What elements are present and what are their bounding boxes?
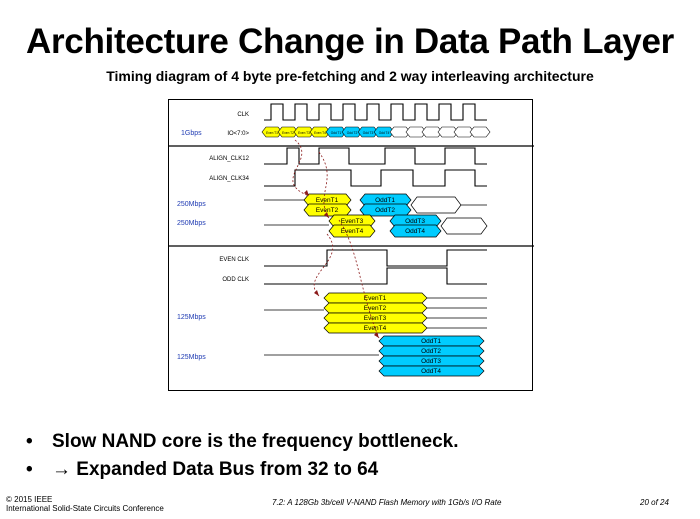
- low-rate-label-1: 125Mbps: [177, 314, 206, 321]
- box-odd-t2-label: OddT2: [375, 207, 395, 214]
- odd-clk-waveform: [264, 267, 487, 285]
- io-token-label: Odd T3: [363, 131, 374, 135]
- io-token-label: Even T3: [298, 131, 310, 135]
- footer-conference: International Solid-State Circuits Confe…: [6, 504, 164, 513]
- causality-arrows: [292, 139, 380, 339]
- footer-copyright: © 2015 IEEE: [6, 495, 53, 504]
- bullet-symbol: •: [26, 459, 33, 480]
- clk-waveform: [264, 103, 487, 121]
- arrowheads: [304, 190, 379, 338]
- dashed-arrow: [292, 139, 310, 197]
- box-odd-t4-low-label: OddT4: [421, 368, 441, 375]
- box-even-t2: [303, 203, 352, 217]
- dashed-arrow: [318, 151, 330, 219]
- arrowhead: [304, 190, 309, 196]
- low-rate-label-2: 125Mbps: [177, 354, 206, 361]
- box-odd-t4: [389, 224, 442, 238]
- box-odd-t4-label: OddT4: [405, 228, 425, 235]
- arrowhead: [324, 212, 329, 218]
- box-even-t2-label: EvenT2: [316, 207, 339, 214]
- odd-clk-label: ODD CLK: [222, 277, 249, 283]
- box-odd-t4-low: [378, 365, 485, 377]
- mid-data-row-1: EvenT1 EvenT2 OddT1 OddT2: [264, 193, 487, 217]
- dashed-arrow: [338, 219, 380, 339]
- box-odd-t3-low-label: OddT3: [421, 358, 441, 365]
- mid-eye-empty: [410, 196, 462, 214]
- io-rate-label: 1Gbps: [181, 130, 202, 137]
- even-clk-label: EVEN CLK: [219, 257, 249, 263]
- io-token-label: Even T4: [314, 131, 326, 135]
- low-data-odd-group: OddT1 OddT2 OddT3 OddT4: [264, 335, 485, 377]
- low-data-even-group: EvenT1 EvenT2 EvenT3 EvenT4: [264, 292, 487, 334]
- box-odd-t3-label: OddT3: [405, 218, 425, 225]
- arrowhead: [374, 332, 379, 338]
- slide-title: Architecture Change in Data Path Layer: [26, 22, 674, 61]
- bullet-symbol: •: [26, 431, 33, 452]
- clk-label: CLK: [237, 112, 249, 118]
- io-token-label: Odd T2: [347, 131, 358, 135]
- bullet-text: → Expanded Data Bus from 32 to 64: [52, 459, 379, 480]
- footer-paper: 7.2: A 128Gb 3b/cell V-NAND Flash Memory…: [272, 498, 502, 507]
- mid-eye-empty: [440, 217, 488, 235]
- bullet-item: • Slow NAND core is the frequency bottlen…: [26, 428, 458, 456]
- box-even-t1-low-label: EvenT1: [364, 295, 387, 302]
- bullet-list: • Slow NAND core is the frequency bottlen…: [26, 428, 458, 484]
- mid-rate-label-2: 250Mbps: [177, 220, 206, 227]
- box-odd-t1-label: OddT1: [375, 197, 395, 204]
- align-clk34-label: ALIGN_CLK34: [209, 176, 249, 182]
- mid-rate-label-1: 250Mbps: [177, 201, 206, 208]
- slide-subtitle: Timing diagram of 4 byte pre-fetching an…: [106, 68, 594, 84]
- mid-data-row-2: EvenT3 EvenT4 OddT3 OddT4: [264, 214, 488, 238]
- arrowhead: [314, 290, 319, 296]
- io-token-label: Even T2: [282, 131, 294, 135]
- align-clk12-waveform: [264, 147, 487, 165]
- even-clk-waveform: [264, 249, 487, 267]
- dashed-arrow: [313, 233, 334, 297]
- box-even-t3-label: EvenT3: [341, 218, 364, 225]
- bullet-text: Slow NAND core is the frequency bottlene…: [52, 431, 459, 452]
- io-label: IO<7:0>: [227, 131, 249, 137]
- align-clk34-waveform: [264, 169, 487, 187]
- box-odd-t2-low-label: OddT2: [421, 348, 441, 355]
- box-even-t4-low-label: EvenT4: [364, 325, 387, 332]
- io-eye-empty: [469, 126, 491, 138]
- io-token-label: Even T1: [266, 131, 278, 135]
- io-data-sequence: Even T1 Even T2 Even T3 Even T4 Odd T1 O…: [261, 126, 491, 138]
- box-even-t3-low-label: EvenT3: [364, 315, 387, 322]
- box-odd-t1-low-label: OddT1: [421, 338, 441, 345]
- io-token-label: Odd T4: [379, 131, 390, 135]
- footer-copyright-block: © 2015 IEEE International Solid-State Ci…: [6, 495, 164, 513]
- box-even-t4-label: EvenT4: [341, 228, 364, 235]
- io-token-label: Odd T1: [331, 131, 342, 135]
- align-clk12-label: ALIGN_CLK12: [209, 156, 249, 162]
- bullet-item: • → Expanded Data Bus from 32 to 64: [26, 456, 458, 484]
- box-even-t1-label: EvenT1: [316, 197, 339, 204]
- timing-diagram-svg: CLK IO<7:0> 1Gbps ALIGN_CLK12 ALIGN_CLK3…: [169, 103, 534, 377]
- footer-page-number: 20 of 24: [640, 498, 669, 507]
- timing-diagram: CLK IO<7:0> 1Gbps ALIGN_CLK12 ALIGN_CLK3…: [168, 99, 534, 391]
- box-even-t2-low-label: EvenT2: [364, 305, 387, 312]
- box-even-t4: [328, 224, 376, 238]
